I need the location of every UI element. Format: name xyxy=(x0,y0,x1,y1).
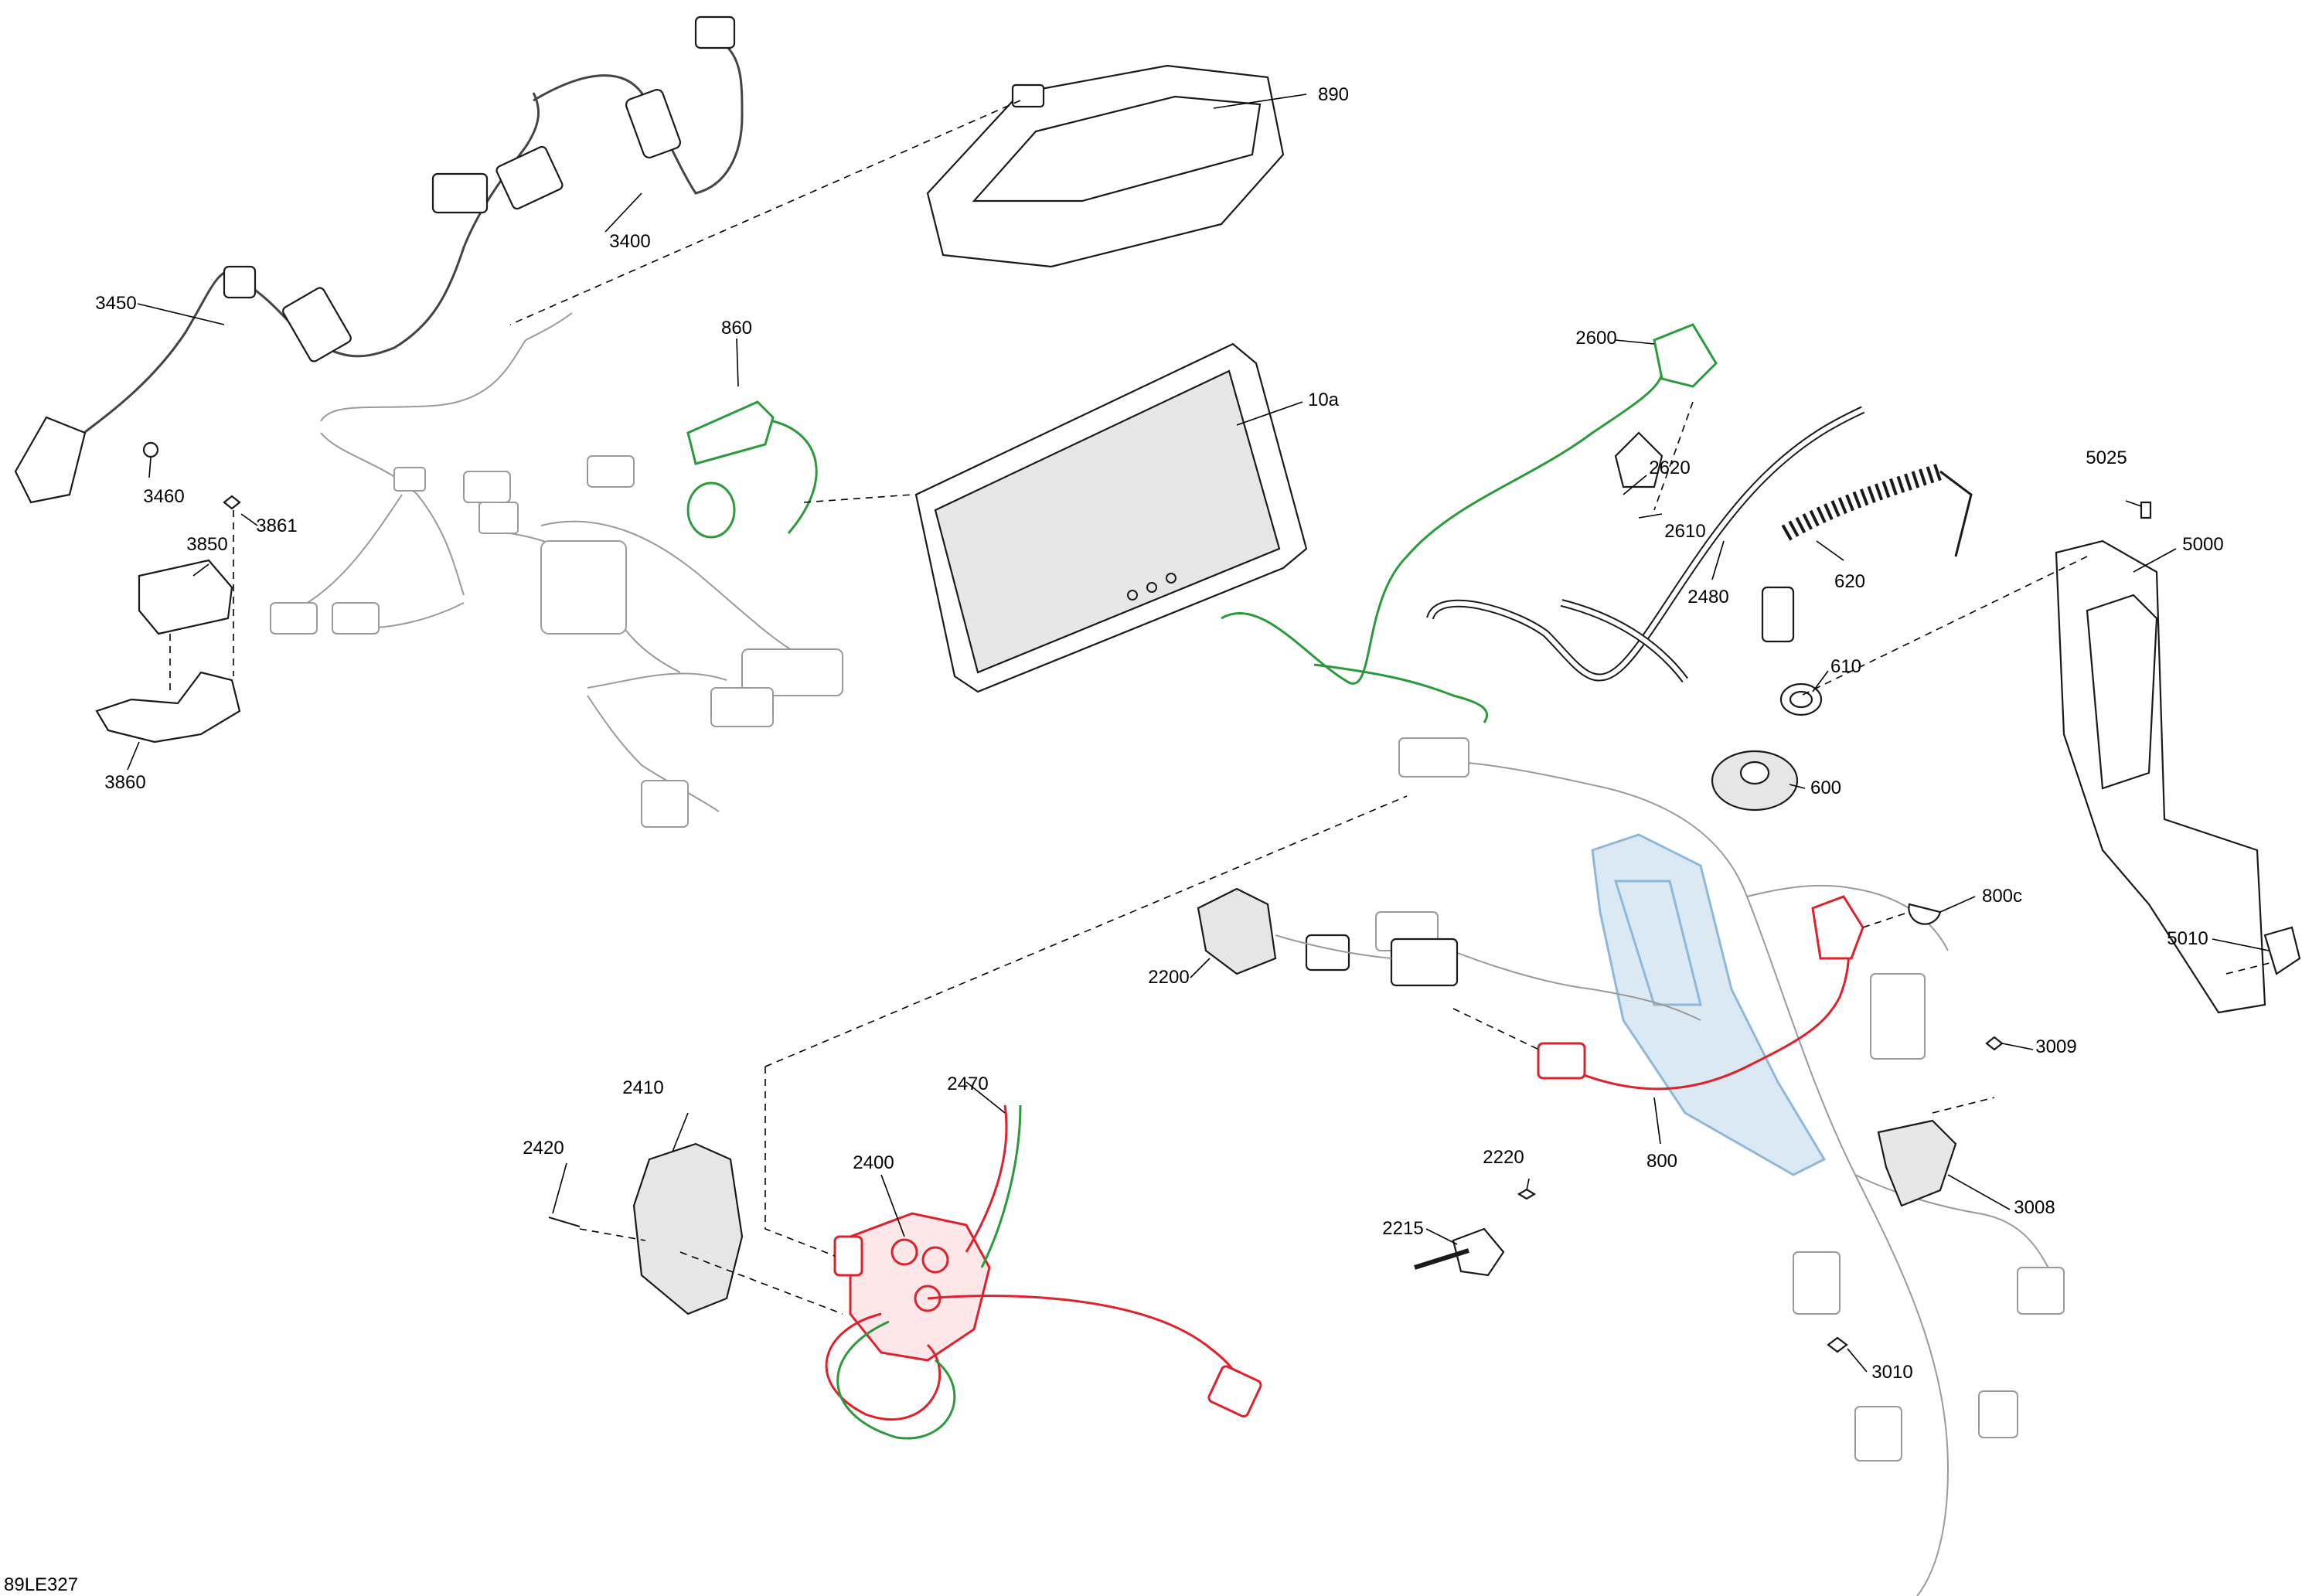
nut-3010 xyxy=(1827,1336,1848,1353)
main-harness-right xyxy=(1375,737,2065,1596)
label-2400: 2400 xyxy=(853,1152,894,1173)
label-2215: 2215 xyxy=(1382,1218,1423,1239)
screw-3009 xyxy=(1985,1036,2004,1051)
callout-labels: 890 3400 3450 860 10a 2600 2620 2610 248… xyxy=(4,84,2224,1595)
sensor-2200 xyxy=(1197,887,1459,987)
screw-2420 xyxy=(548,1216,581,1228)
bolt-5025 xyxy=(2140,501,2152,519)
label-620: 620 xyxy=(1834,571,1865,592)
label-2480: 2480 xyxy=(1687,587,1728,607)
sensor-3450 xyxy=(14,416,87,504)
label-5010: 5010 xyxy=(2167,928,2208,949)
frame-blue xyxy=(1591,833,1827,1176)
label-2200: 2200 xyxy=(1148,967,1189,988)
label-890: 890 xyxy=(1318,84,1349,105)
harness-800 xyxy=(1452,895,1942,1091)
socket-860 xyxy=(686,400,913,539)
label-2600: 2600 xyxy=(1575,328,1616,349)
bracket-3860 xyxy=(95,671,241,744)
screw-2220 xyxy=(1517,1188,1537,1200)
label-800c: 800c xyxy=(1982,886,2022,907)
label-2420: 2420 xyxy=(523,1138,564,1159)
label-2220: 2220 xyxy=(1483,1147,1524,1168)
label-3008: 3008 xyxy=(2014,1197,2055,1218)
label-3010: 3010 xyxy=(1871,1362,1912,1383)
label-2610: 2610 xyxy=(1664,521,1705,542)
diagram-code: 89LE327 xyxy=(4,1574,78,1595)
display-10a xyxy=(914,342,1308,693)
bracket-3008 xyxy=(1827,1036,2004,1353)
label-3400: 3400 xyxy=(609,231,650,252)
ring-610 xyxy=(1779,682,1823,716)
label-2470: 2470 xyxy=(947,1074,988,1094)
label-3850: 3850 xyxy=(186,534,227,555)
clip-5010 xyxy=(2263,926,2301,975)
label-2410: 2410 xyxy=(622,1077,663,1098)
ghost-wiring-harness xyxy=(270,312,843,828)
label-5025: 5025 xyxy=(2086,447,2127,468)
coil-cable-620 xyxy=(1761,463,1973,643)
pad-890 xyxy=(509,64,1285,325)
pin-2215 xyxy=(1414,1188,1537,1277)
label-3460: 3460 xyxy=(143,486,184,507)
label-3861: 3861 xyxy=(256,516,297,536)
switch-2400 xyxy=(679,795,1408,1440)
module-3850 xyxy=(138,559,233,635)
harness-3400-3450 xyxy=(14,15,744,504)
leader-lines xyxy=(127,94,2270,1373)
label-610: 610 xyxy=(1830,656,1861,677)
label-10a: 10a xyxy=(1308,390,1340,410)
label-2620: 2620 xyxy=(1649,458,1690,478)
label-600: 600 xyxy=(1810,778,1841,798)
label-3450: 3450 xyxy=(95,293,136,314)
connector-3400-end xyxy=(694,15,736,49)
label-5000: 5000 xyxy=(2182,534,2223,555)
harness-2600 xyxy=(1221,323,1718,723)
cap-800c xyxy=(1908,903,1942,925)
label-3860: 3860 xyxy=(104,772,145,793)
cover-2410 xyxy=(548,1142,744,1315)
label-800: 800 xyxy=(1646,1151,1677,1172)
module-3850-bracket-3860 xyxy=(95,495,241,744)
module-5000 xyxy=(1800,501,2301,1014)
hose-2480 xyxy=(1426,406,1865,683)
screw-3460 xyxy=(142,441,159,458)
nut-3861 xyxy=(223,495,241,510)
label-860: 860 xyxy=(721,318,752,339)
switch-600 xyxy=(1711,750,1799,812)
label-3009: 3009 xyxy=(2035,1036,2076,1057)
clip-2610 xyxy=(1614,431,1663,488)
